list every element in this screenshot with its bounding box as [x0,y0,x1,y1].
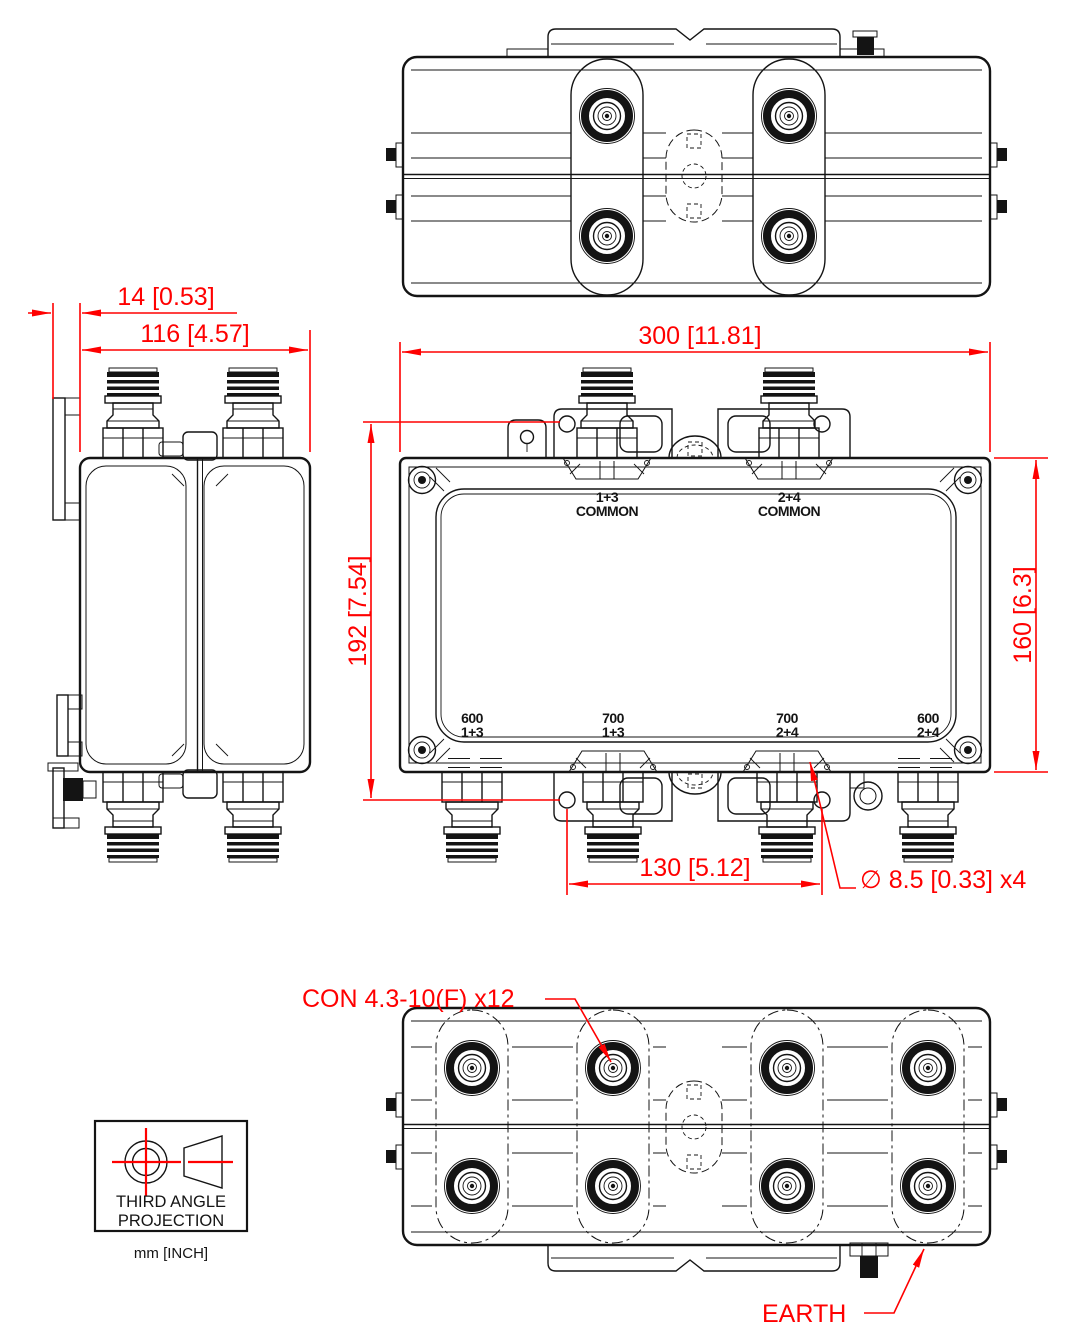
svg-text:116 [4.57]: 116 [4.57] [140,320,249,348]
connector-icon [221,366,285,460]
connector-icon [101,366,165,460]
mounting-bracket-mid [56,694,83,757]
port-label: 700 [602,710,625,726]
earth-bolt-top-view [852,30,878,55]
dim-side-width: 116 [4.57] [82,320,311,452]
earth-lug [849,771,883,811]
svg-text:300 [11.81]: 300 [11.81] [638,322,761,350]
port-label: 700 [776,710,799,726]
projection-title: PROJECTION [118,1212,224,1230]
connector-icon [445,1041,500,1096]
projection-symbol: THIRD ANGLE PROJECTION mm [INCH] [93,1119,249,1262]
port-label: 2+4 [776,724,799,740]
connector-icon [575,366,639,460]
connector-icon [901,1041,956,1096]
units-note: mm [INCH] [134,1245,208,1262]
connector-icon [757,366,821,460]
dim-overall-height: 192 [7.54] [344,421,560,801]
dim-body-height: 160 [6.3] [994,457,1048,773]
bottom-view-panel-lines [411,1046,982,1207]
port-label: 600 [917,710,940,726]
svg-text:CON 4.3-10(F) x12: CON 4.3-10(F) x12 [302,985,515,1013]
port-label: COMMON [576,503,639,519]
port-label: 2+4 [778,489,801,505]
bottom-bosses [448,750,952,773]
mounting-bracket-top [52,397,81,521]
mounting-bracket-bottom [47,762,97,829]
connector-icon [755,770,819,864]
top-bosses [562,457,834,480]
connector-icon [586,1041,641,1096]
side-view-hatch-ticks [171,473,229,757]
dimension-annotations: 14 [0.53] 116 [4.57] 300 [11.81] 192 [7.… [28,283,1048,1328]
cone-frustum-icon [183,1135,223,1189]
port-label: COMMON [758,503,821,519]
connector-icon [580,209,635,264]
front-view: 1+3 COMMON 2+4 COMMON 600 1+3 700 1+3 70… [398,366,992,864]
top-view-side-clamps [386,142,1007,220]
connector-icon [762,209,817,264]
connector-icon [581,770,645,864]
top-view-panel-lines [411,132,982,222]
projection-title: THIRD ANGLE [116,1193,226,1211]
connector-icon [580,89,635,144]
svg-text:14 [0.53]: 14 [0.53] [117,283,214,311]
top-view [386,28,1007,298]
corner-screws [407,465,983,765]
bottom-view-side-clamps [386,1092,1007,1170]
port-label: 1+3 [461,724,484,740]
svg-text:EARTH: EARTH [762,1300,846,1328]
dim-hole-spacing: 130 [5.12] [566,809,823,895]
port-label: 1+3 [602,724,625,740]
svg-text:∅ 8.5 [0.33] x4: ∅ 8.5 [0.33] x4 [860,866,1026,894]
front-bottom-plate [553,771,883,822]
port-label: 600 [461,710,484,726]
connector-icon [101,770,165,864]
connector-icon [221,770,285,864]
earth-bolt [849,1242,889,1278]
svg-text:192 [7.54]: 192 [7.54] [344,555,372,666]
connector-icon [760,1041,815,1096]
connector-icon [586,1159,641,1214]
connector-icon [901,1159,956,1214]
dim-hole-diameter: ∅ 8.5 [0.33] x4 [809,761,1026,894]
side-view [47,366,312,864]
dim-bracket-offset: 14 [0.53] [28,283,237,452]
connector-icon [896,770,960,864]
bottom-view [386,1006,1007,1278]
callout-earth: EARTH [762,1248,925,1328]
dim-overall-width: 300 [11.81] [399,322,991,452]
svg-text:130 [5.12]: 130 [5.12] [639,854,750,882]
connector-icon [445,1159,500,1214]
front-top-plate [507,408,851,458]
connector-icon [760,1159,815,1214]
callout-connectors: CON 4.3-10(F) x12 [302,985,612,1063]
port-label: 1+3 [596,489,619,505]
port-label: 2+4 [917,724,940,740]
connector-icon [440,770,504,864]
svg-text:160 [6.3]: 160 [6.3] [1009,566,1037,663]
connector-icon [762,89,817,144]
